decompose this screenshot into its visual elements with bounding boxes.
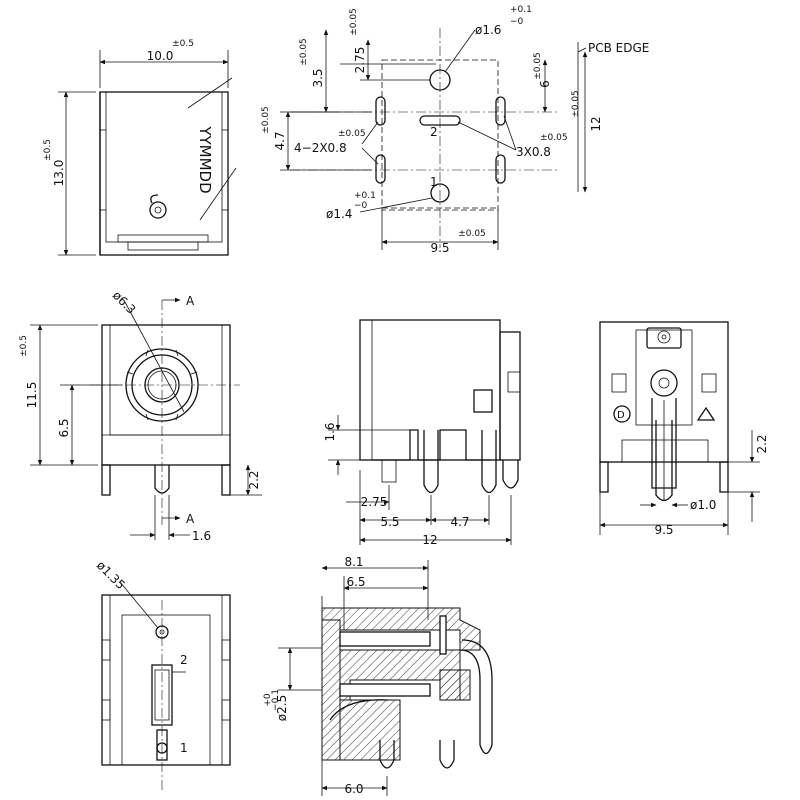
- side-view: 1.6 2.75 5.5 4.7 12: [323, 319, 521, 547]
- side-dim-12: 12: [422, 533, 437, 547]
- pcb-hole-bot-tol-minus: −0: [354, 201, 368, 211]
- pcb-dim-9-5-tol: ±0.05: [458, 229, 486, 239]
- section-dim-6-0: 6.0: [344, 782, 363, 796]
- top-height-dim: 13.0: [52, 160, 66, 187]
- front-pin-width: 1.6: [192, 529, 211, 543]
- logo-icon: [149, 194, 167, 219]
- pcb-pin-2-label: 2: [430, 125, 438, 139]
- pcb-layout-view: 2 1 PCB EDGE 3.5 ±0.05 2.75 ±0.05 ø1.6 +…: [261, 5, 649, 255]
- pcb-slot-left-tol: ±0.05: [338, 129, 366, 139]
- section-dim-2-5: ø2.5: [275, 695, 289, 721]
- section-dim-2-5-tol-minus: −0.1: [271, 689, 281, 711]
- pcb-dim-12-tol: ±0.05: [571, 90, 581, 118]
- section-dim-8-1: 8.1: [344, 555, 363, 569]
- pcb-dim-4-7: 4.7: [273, 131, 287, 150]
- pcb-dim-6-tol: ±0.05: [533, 52, 543, 80]
- side-dim-4-7: 4.7: [450, 515, 469, 529]
- pcb-hole-bot-tol-plus: +0.1: [354, 191, 376, 201]
- bottom-dia: ø1.35: [94, 558, 128, 592]
- section-dim-6-5: 6.5: [346, 575, 365, 589]
- pcb-dim-4-7-tol: ±0.05: [261, 106, 271, 134]
- pcb-hole-top-tol-plus: +0.1: [510, 5, 532, 15]
- pcb-dim-12: 12: [589, 116, 603, 131]
- bottom-pin-2: 2: [180, 653, 188, 667]
- front-dia: ø6.3: [110, 288, 139, 317]
- pcb-dim-2-75-tol: ±0.05: [349, 8, 359, 36]
- top-width-tol: ±0.5: [172, 39, 194, 49]
- back-d-mark: D: [617, 410, 625, 421]
- back-dim-9-5: 9.5: [654, 523, 673, 537]
- bottom-view: ø1.35 2 1: [94, 558, 231, 790]
- back-dim-2-2: 2.2: [755, 434, 769, 453]
- pcb-dim-6: 6: [538, 80, 552, 88]
- back-view: D 2.2 ø1.0 9.5: [599, 321, 769, 537]
- bottom-pin-1: 1: [180, 741, 188, 755]
- side-dim-2-75: 2.75: [361, 495, 388, 509]
- pcb-pin-1-label: 1: [430, 175, 438, 189]
- top-width-dim: 10.0: [147, 49, 174, 63]
- front-center-dim: 6.5: [57, 418, 71, 437]
- pcb-hole-bot-dia: ø1.4: [326, 207, 352, 221]
- front-section-a-top: A: [186, 294, 195, 308]
- back-dim-1-0: ø1.0: [690, 498, 716, 512]
- pcb-dim-2-75: 2.75: [353, 47, 367, 74]
- side-dim-1-6: 1.6: [323, 422, 337, 441]
- section-dim-2-5-tol-plus: +0: [263, 693, 273, 707]
- front-pin-height: 2.2: [247, 470, 261, 489]
- pcb-dim-3-5-tol: ±0.05: [299, 38, 309, 66]
- top-view: YYMMDD 10.0 ±0.5 13.0 ±0.5: [43, 39, 237, 256]
- pcb-slot-right: 3X0.8: [516, 145, 551, 159]
- pcb-slot-left: 4−2X0.8: [294, 141, 347, 155]
- front-section-a-bottom: A: [186, 512, 195, 526]
- brand-mark: YYMMDD: [196, 125, 214, 193]
- section-view: 8.1 6.5 ø2.5 +0 −0.1 6.0: [263, 555, 493, 796]
- pcb-hole-top-tol-minus: −0: [510, 17, 524, 27]
- front-view: ø6.3 A A 11.5 ±0.5 6.5 2.2 1.6: [19, 288, 262, 543]
- pcb-slot-right-tol: ±0.05: [540, 133, 568, 143]
- pcb-dim-9-5: 9.5: [430, 241, 449, 255]
- pcb-edge-label: PCB EDGE: [588, 41, 649, 55]
- pcb-hole-top-dia: ø1.6: [475, 23, 501, 37]
- pcb-dim-3-5: 3.5: [311, 68, 325, 87]
- logo-icon: [657, 330, 671, 344]
- front-height-tol: ±0.5: [19, 335, 29, 357]
- side-dim-5-5: 5.5: [380, 515, 399, 529]
- top-height-tol: ±0.5: [43, 139, 53, 161]
- front-height: 11.5: [25, 382, 39, 409]
